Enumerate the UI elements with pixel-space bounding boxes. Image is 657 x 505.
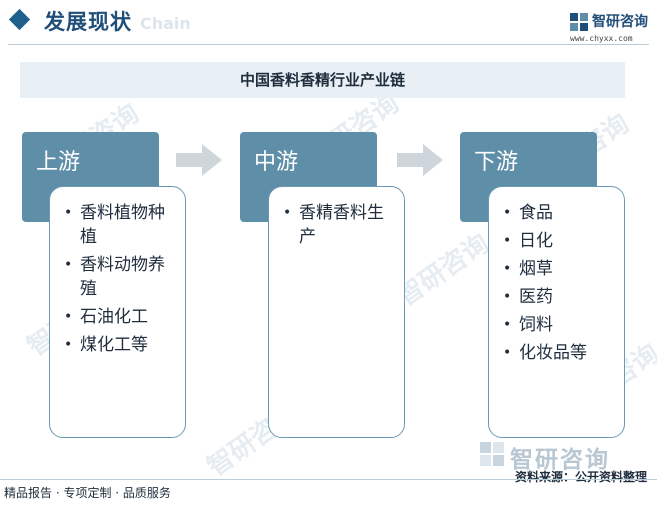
diamond-icon <box>8 8 31 31</box>
stage-item-list: 香精香料生产 <box>283 201 396 249</box>
stage-item: 化妆品等 <box>503 341 616 365</box>
stage-item: 香料动物养殖 <box>64 253 177 301</box>
brand-name: 智研咨询 <box>592 14 648 30</box>
source-note: 资料来源：公开资料整理 <box>514 470 647 484</box>
brand-watermark: 智研咨询 <box>478 440 648 474</box>
flow-arrow-icon <box>397 144 443 176</box>
stage-card-midstream: 香精香料生产 <box>268 186 405 438</box>
stage-label: 中游 <box>254 150 299 175</box>
brand-watermark-name: 智研咨询 <box>510 447 610 473</box>
stage-item-list: 香料植物种植 香料动物养殖 石油化工 煤化工等 <box>64 201 177 357</box>
stage-label: 上游 <box>36 150 81 175</box>
brand-logo-icon <box>570 13 588 31</box>
footer-divider <box>0 479 657 480</box>
brand-watermark-icon <box>480 442 504 466</box>
stage-label: 下游 <box>474 150 519 175</box>
watermark-chain: Chain <box>140 14 191 33</box>
stage-item: 日化 <box>503 229 616 253</box>
flow-arrow-icon <box>176 144 222 176</box>
footer-tagline: 精品报告 · 专项定制 · 品质服务 <box>4 486 171 500</box>
section-title: 发展现状 <box>44 10 132 34</box>
stage-item: 煤化工等 <box>64 333 177 357</box>
brand-url: www.chyxx.com <box>570 34 633 43</box>
stage-card-upstream: 香料植物种植 香料动物养殖 石油化工 煤化工等 <box>49 186 186 438</box>
stage-item: 饲料 <box>503 313 616 337</box>
section-header: 发展现状 Chain 智研咨询 www.chyxx.com <box>0 0 657 46</box>
diagram-title: 中国香料香精行业产业链 <box>20 62 625 98</box>
stage-item: 香精香料生产 <box>283 201 396 249</box>
stage-item: 烟草 <box>503 257 616 281</box>
stage-item-list: 食品 日化 烟草 医药 饲料 化妆品等 <box>503 201 616 365</box>
stage-item: 石油化工 <box>64 305 177 329</box>
stage-item: 医药 <box>503 285 616 309</box>
stage-item: 食品 <box>503 201 616 225</box>
stage-card-downstream: 食品 日化 烟草 医药 饲料 化妆品等 <box>488 186 625 438</box>
brand-logo: 智研咨询 www.chyxx.com <box>568 8 654 44</box>
header-divider <box>8 44 649 45</box>
stage-item: 香料植物种植 <box>64 201 177 249</box>
